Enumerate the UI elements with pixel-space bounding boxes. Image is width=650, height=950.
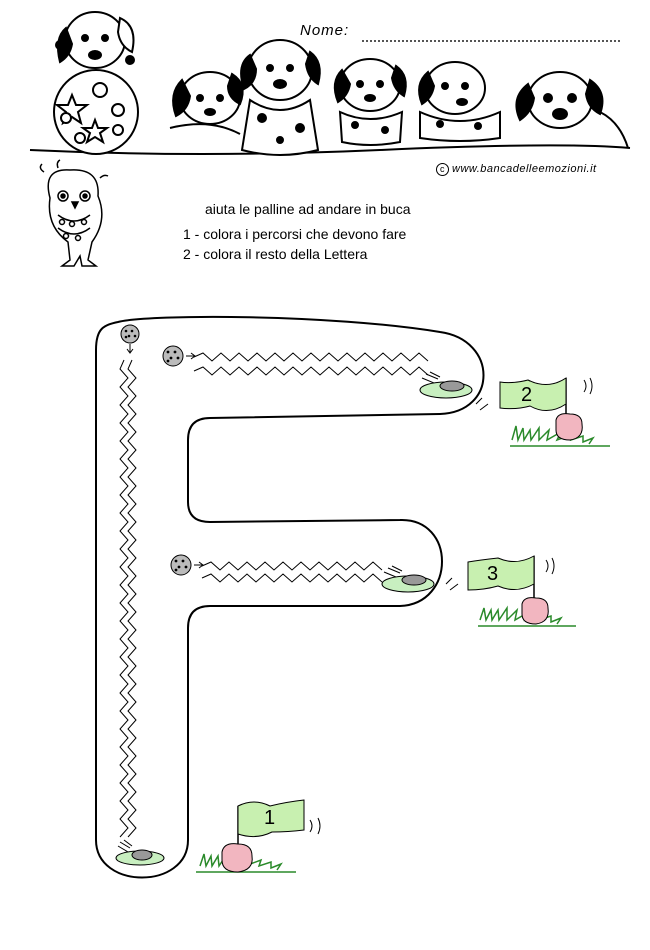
name-label: Nome: xyxy=(300,22,350,39)
copyright-icon: c xyxy=(436,163,449,176)
flag-2 xyxy=(475,377,610,447)
grass-icon xyxy=(478,605,576,627)
path-3 xyxy=(170,554,435,593)
instruction-step-2: 2 - colora il resto della Lettera xyxy=(183,246,368,262)
hole-icon xyxy=(419,371,473,399)
hole-icon xyxy=(115,839,165,866)
credit-url: www.bancadelleemozioni.it xyxy=(452,163,597,175)
instruction-step-1: 1 - colora i percorsi che devono fare xyxy=(183,226,407,242)
name-field[interactable] xyxy=(362,40,620,42)
grass-icon xyxy=(510,425,610,447)
hand-icon xyxy=(555,413,583,441)
hand-icon xyxy=(521,597,549,625)
hole-icon xyxy=(381,565,435,593)
owl-icon xyxy=(39,159,109,267)
flag-2-number: 2 xyxy=(521,384,533,406)
flag-1-number: 1 xyxy=(264,807,276,829)
golf-ball-icon xyxy=(170,554,192,576)
letter-f-outline xyxy=(95,315,485,879)
hand-icon xyxy=(221,843,253,873)
flag-3 xyxy=(445,555,576,627)
flag-3-number: 3 xyxy=(487,563,499,585)
golf-ball-icon xyxy=(120,324,140,344)
flag-icon xyxy=(237,799,305,838)
dalmatian-puppies-illustration xyxy=(29,11,631,156)
instructions-title: aiuta le palline ad andare in buca xyxy=(205,201,411,217)
flag-icon xyxy=(499,377,567,411)
path-1 xyxy=(115,324,165,866)
flag-icon xyxy=(467,555,535,591)
path-2 xyxy=(162,345,473,399)
golf-ball-icon xyxy=(162,345,184,367)
ball-with-stars-icon xyxy=(53,69,139,155)
flag-1 xyxy=(196,799,321,873)
